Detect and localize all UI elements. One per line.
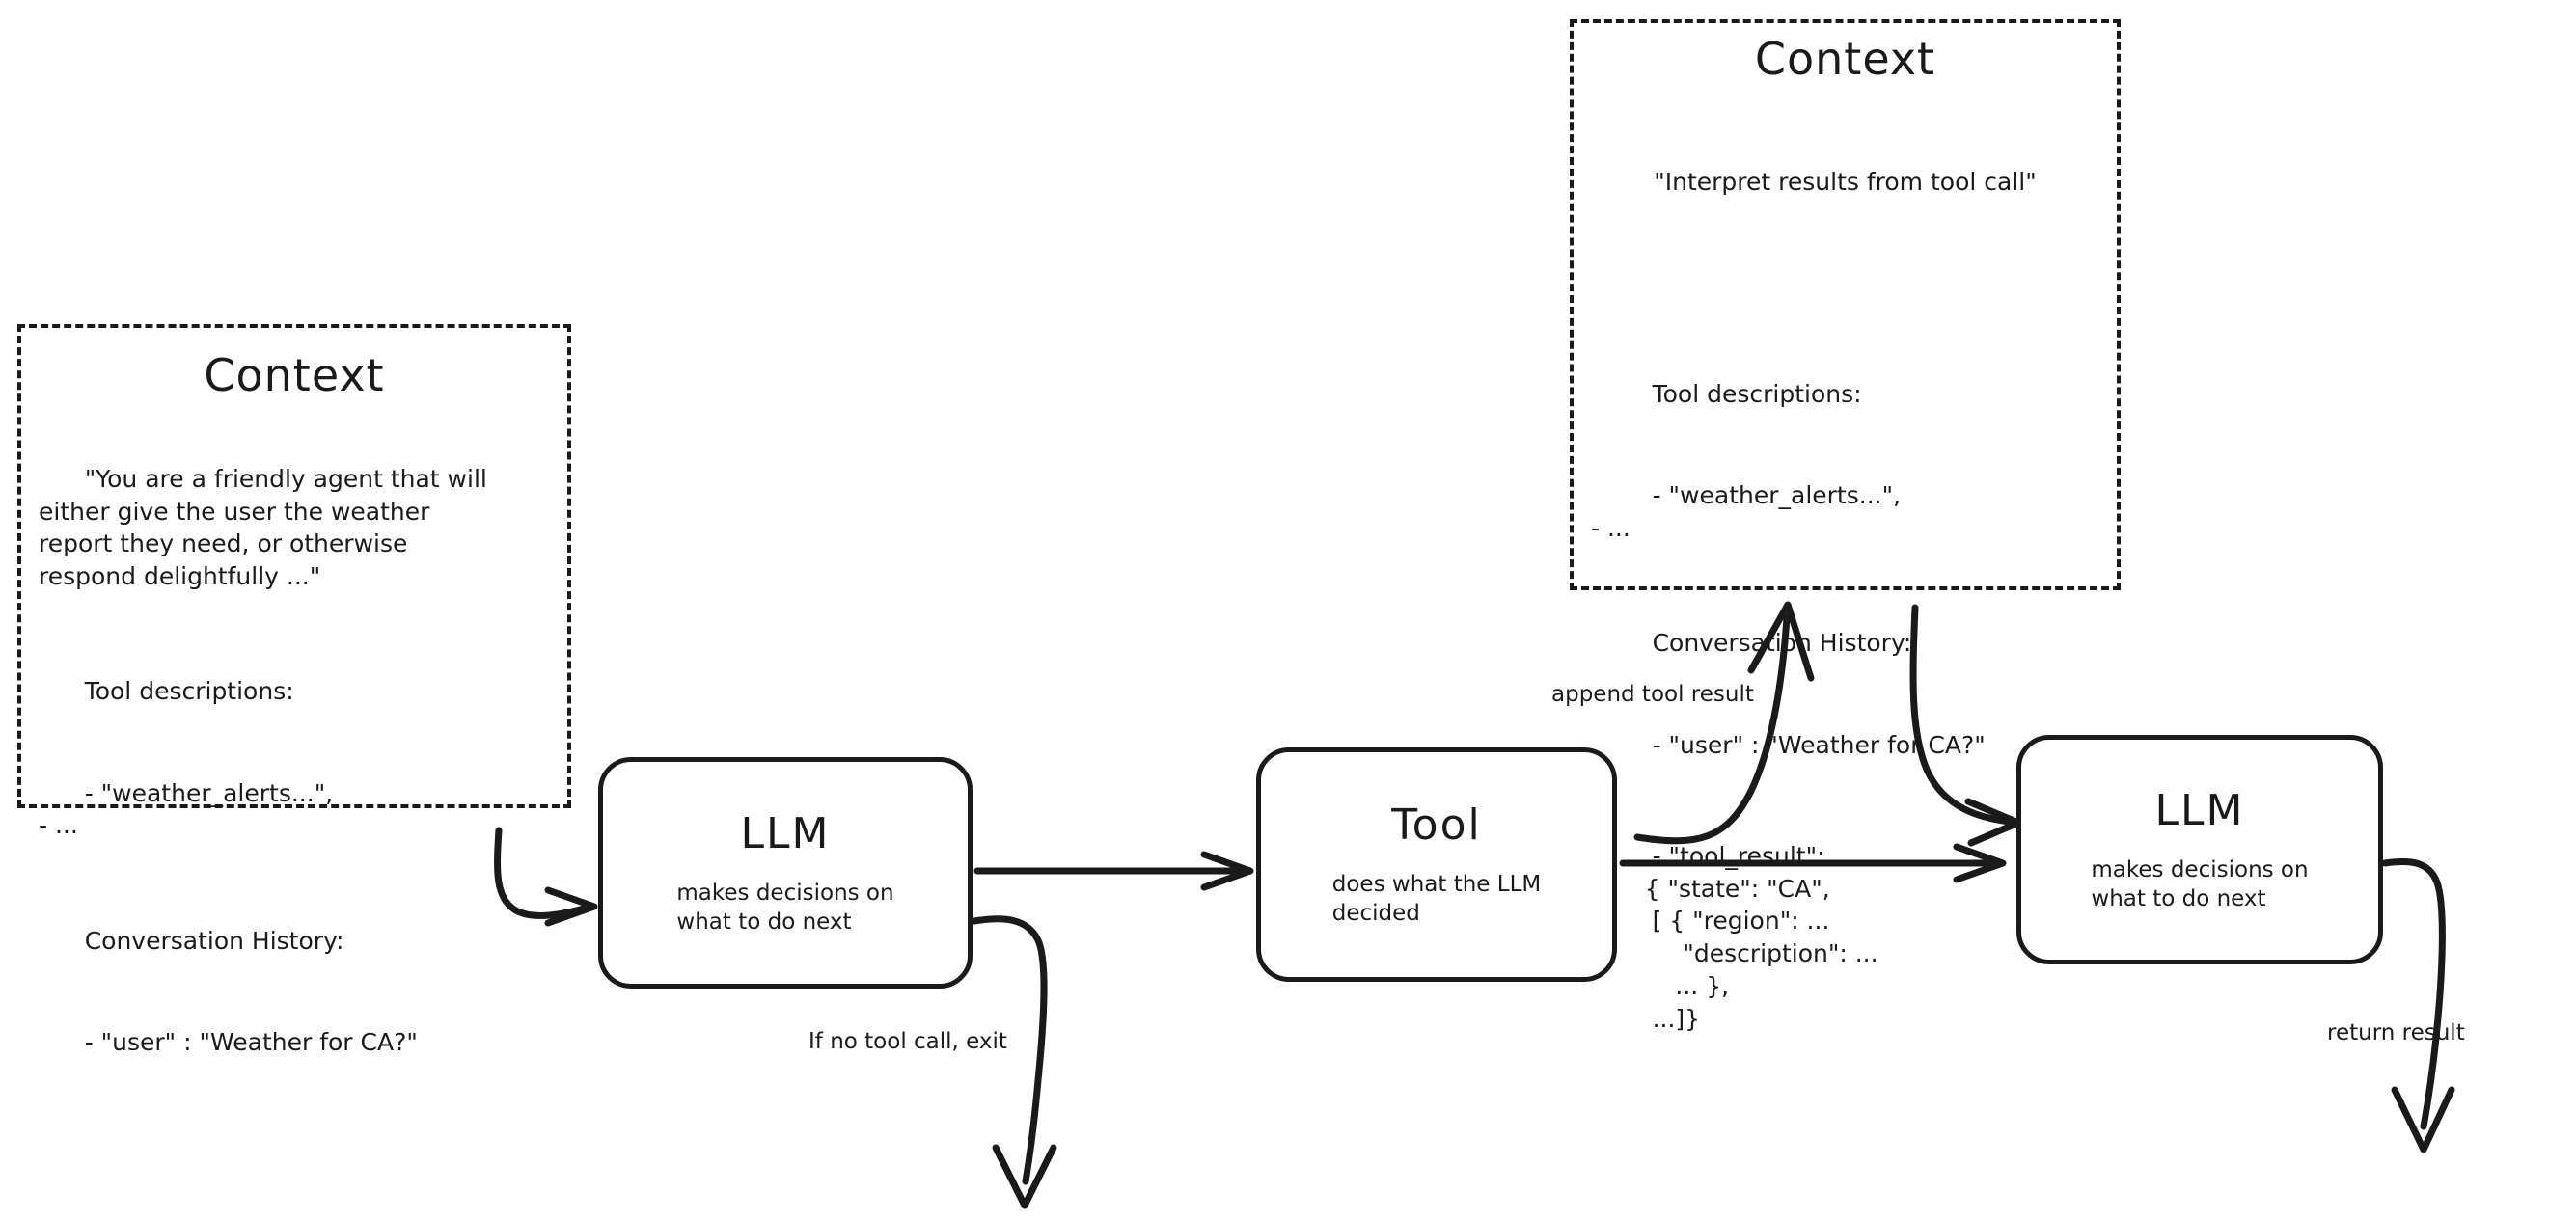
edge-label-if-no-tool-call-exit: If no tool call, exit xyxy=(808,1029,1007,1054)
context-left-tools-header: Tool descriptions: xyxy=(84,677,294,706)
edge-label-return-result: return result xyxy=(2327,1020,2465,1045)
node-tool[interactable]: Tool does what the LLM decided xyxy=(1256,747,1617,982)
context-right-tools-header: Tool descriptions: xyxy=(1652,380,1862,408)
arrow-llm1-exit xyxy=(971,915,1057,1209)
context-right-conversation-header: Conversation History: xyxy=(1652,629,1912,658)
node-tool-title: Tool xyxy=(1391,800,1482,851)
context-left-body: "You are a friendly agent that will eith… xyxy=(39,430,567,1091)
arrow-llm1-to-tool xyxy=(973,851,1254,891)
edge-label-append-tool-result: append tool result xyxy=(1551,682,1754,707)
node-tool-subtitle: does what the LLM decided xyxy=(1331,872,1542,926)
node-llm-second-subtitle: makes decisions on what to do next xyxy=(2091,856,2309,911)
context-right-tools-items: - "weather_alerts...", - ... xyxy=(1591,481,1902,542)
node-llm-first-title: LLM xyxy=(740,808,831,858)
context-left-system-prompt: "You are a friendly agent that will eith… xyxy=(39,464,487,590)
spacer xyxy=(1591,578,2117,595)
spacer xyxy=(39,990,567,993)
context-left-title: Context xyxy=(204,349,385,401)
context-left-conversation-header: Conversation History: xyxy=(84,926,344,955)
spacer xyxy=(39,626,567,643)
node-llm-second-title: LLM xyxy=(2154,785,2245,835)
context-left-tools-items: - "weather_alerts...", - ... xyxy=(39,778,334,840)
context-right-system-prompt: "Interpret results from tool call" xyxy=(1654,167,2037,196)
node-llm-first-subtitle: makes decisions on what to do next xyxy=(676,880,894,935)
spacer xyxy=(1591,334,2117,345)
context-right-body: "Interpret results from tool call" Tool … xyxy=(1574,100,2117,1133)
context-right-title: Context xyxy=(1754,33,1936,85)
node-llm-first[interactable]: LLM makes decisions on what to do next xyxy=(598,757,973,989)
spacer xyxy=(39,875,567,892)
context-box-left: Context "You are a friendly agent that w… xyxy=(17,324,571,1056)
context-box-right: Context "Interpret results from tool cal… xyxy=(1570,19,2121,1033)
context-left-conversation-items: - "user" : "Weather for CA?" xyxy=(84,1027,418,1056)
spacer xyxy=(39,741,567,745)
node-llm-second[interactable]: LLM makes decisions on what to do next xyxy=(2016,735,2383,964)
context-right-conversation-user: - "user" : "Weather for CA?" xyxy=(1652,730,1986,759)
spacer xyxy=(1591,444,2117,448)
context-right-tool-result: - "tool_result": { "state": "CA", [ { "r… xyxy=(1644,841,1878,1033)
arrow-llm2-return xyxy=(2381,857,2455,1153)
